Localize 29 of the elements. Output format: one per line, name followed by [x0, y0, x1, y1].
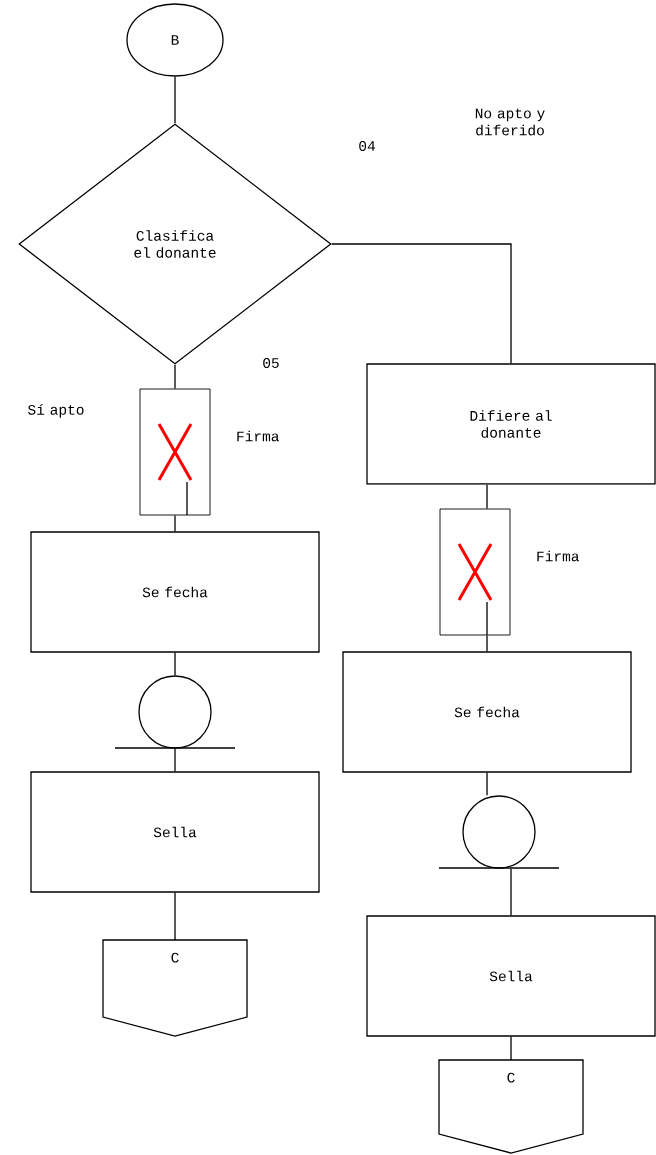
connector-circle [438, 795, 560, 869]
process-box: Se fecha [30, 531, 320, 653]
signature-label: Firma [537, 550, 579, 562]
connector-line [331, 243, 512, 364]
flow-label: Sí apto [28, 404, 84, 418]
process-box: Difiere al donante [366, 363, 656, 485]
flow-label: 05 [263, 358, 279, 368]
connector-line [174, 892, 176, 941]
process-box: Sella [366, 915, 656, 1037]
signature-label: Firma [237, 430, 279, 442]
offpage-connector: C [102, 939, 248, 1037]
signature-box [139, 388, 211, 516]
connector-circle [114, 675, 236, 749]
connector-line [486, 772, 488, 796]
connector-line [486, 484, 488, 510]
signature-box [439, 508, 511, 636]
connector-line [174, 76, 176, 124]
process-box: Se fecha [342, 651, 632, 773]
connector-line [486, 634, 488, 652]
connector-line [510, 1036, 512, 1061]
connector-line [510, 868, 512, 916]
process-box: Sella [30, 771, 320, 893]
flow-label: No apto y diferido [475, 108, 545, 136]
connector-line [174, 748, 176, 772]
flow-label: 04 [359, 141, 375, 151]
connector-line [174, 652, 176, 676]
offpage-connector: C [438, 1059, 584, 1154]
connector-line [174, 514, 176, 532]
connector-line [174, 364, 176, 390]
